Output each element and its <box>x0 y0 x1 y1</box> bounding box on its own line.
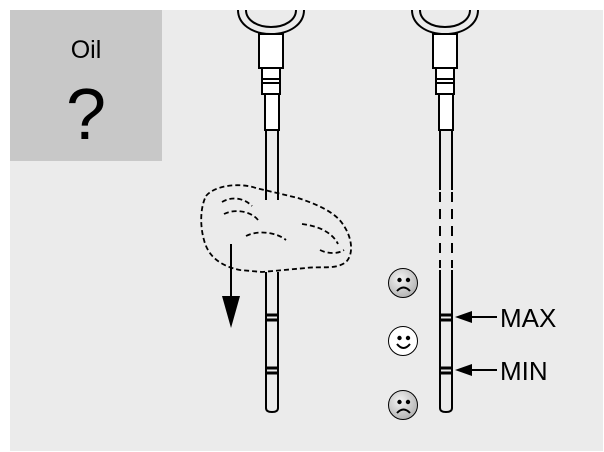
down-arrow <box>222 244 240 328</box>
min-label: MIN <box>500 356 548 386</box>
max-pointer <box>455 311 497 323</box>
happy-face-icon <box>388 326 418 356</box>
right-dipstick <box>411 9 479 414</box>
sad-face-icon <box>388 390 418 420</box>
oil-question-badge: Oil ? <box>10 10 162 161</box>
left-dipstick <box>237 9 305 414</box>
max-label: MAX <box>500 303 557 333</box>
badge-title: Oil <box>70 36 102 64</box>
min-pointer <box>455 364 497 376</box>
question-mark: ? <box>65 75 107 155</box>
wiping-hand <box>200 184 352 273</box>
sad-face-icon <box>388 268 418 298</box>
